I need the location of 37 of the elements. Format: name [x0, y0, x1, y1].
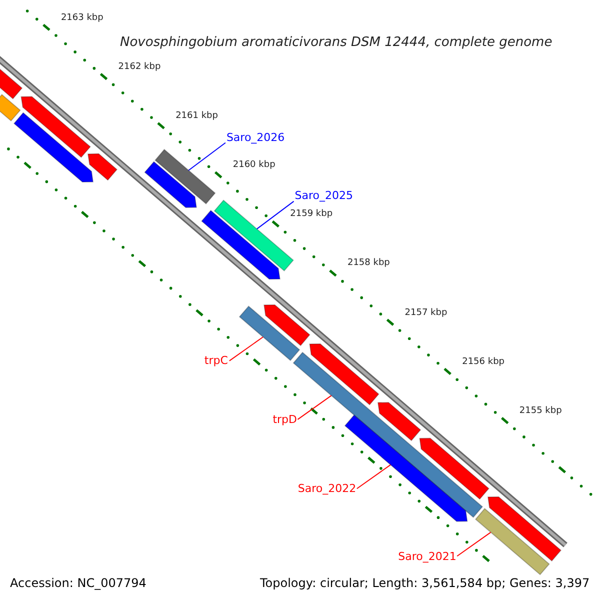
scale-label: 2155 kbp — [519, 406, 562, 416]
gene-label: trpC — [204, 355, 228, 366]
leader-line — [228, 336, 264, 362]
gene-block — [144, 161, 197, 208]
gene-block — [154, 148, 216, 204]
gene-label: Saro_2021 — [398, 550, 456, 562]
gene-label: Saro_2026 — [226, 132, 285, 143]
gene-block — [13, 112, 94, 182]
gene-block — [20, 96, 91, 158]
gene-block — [201, 210, 280, 280]
title: Novosphingobium aromaticivorans DSM 12444, complete genome — [120, 36, 552, 49]
gene-block — [264, 304, 310, 346]
gene-block — [87, 153, 118, 181]
scale-label: 2158 kbp — [347, 259, 390, 268]
leader-line — [456, 532, 492, 557]
gene-label: Saro_2025 — [294, 190, 353, 202]
gene-block — [309, 343, 380, 406]
gene-block — [474, 508, 550, 576]
leader-line — [188, 142, 226, 171]
gene-block — [419, 438, 490, 500]
scale-label: 2156 kbp — [462, 358, 504, 367]
scale-label: 2161 kbp — [176, 112, 218, 121]
scale-label: 2159 kbp — [290, 210, 333, 220]
scale-label: 2162 kbp — [118, 62, 161, 72]
scale-label: 2163 kbp — [60, 14, 104, 23]
gene-label: trpD — [272, 414, 297, 425]
gene-block — [238, 306, 300, 362]
leader-line — [297, 395, 332, 420]
leader-line — [256, 200, 294, 230]
gene-label: Saro_2022 — [298, 483, 356, 494]
genome-info: Topology: circular; Length: 3,561,584 bp; Genes: 3,397 — [260, 577, 590, 589]
scale-label: 2160 kbp — [232, 161, 276, 170]
scale-label: 2157 kbp — [404, 308, 448, 318]
gene-block — [377, 402, 422, 442]
gene-block — [487, 496, 562, 562]
leader-line — [356, 464, 392, 490]
accession-label: Accession: NC_007794 — [10, 577, 146, 589]
